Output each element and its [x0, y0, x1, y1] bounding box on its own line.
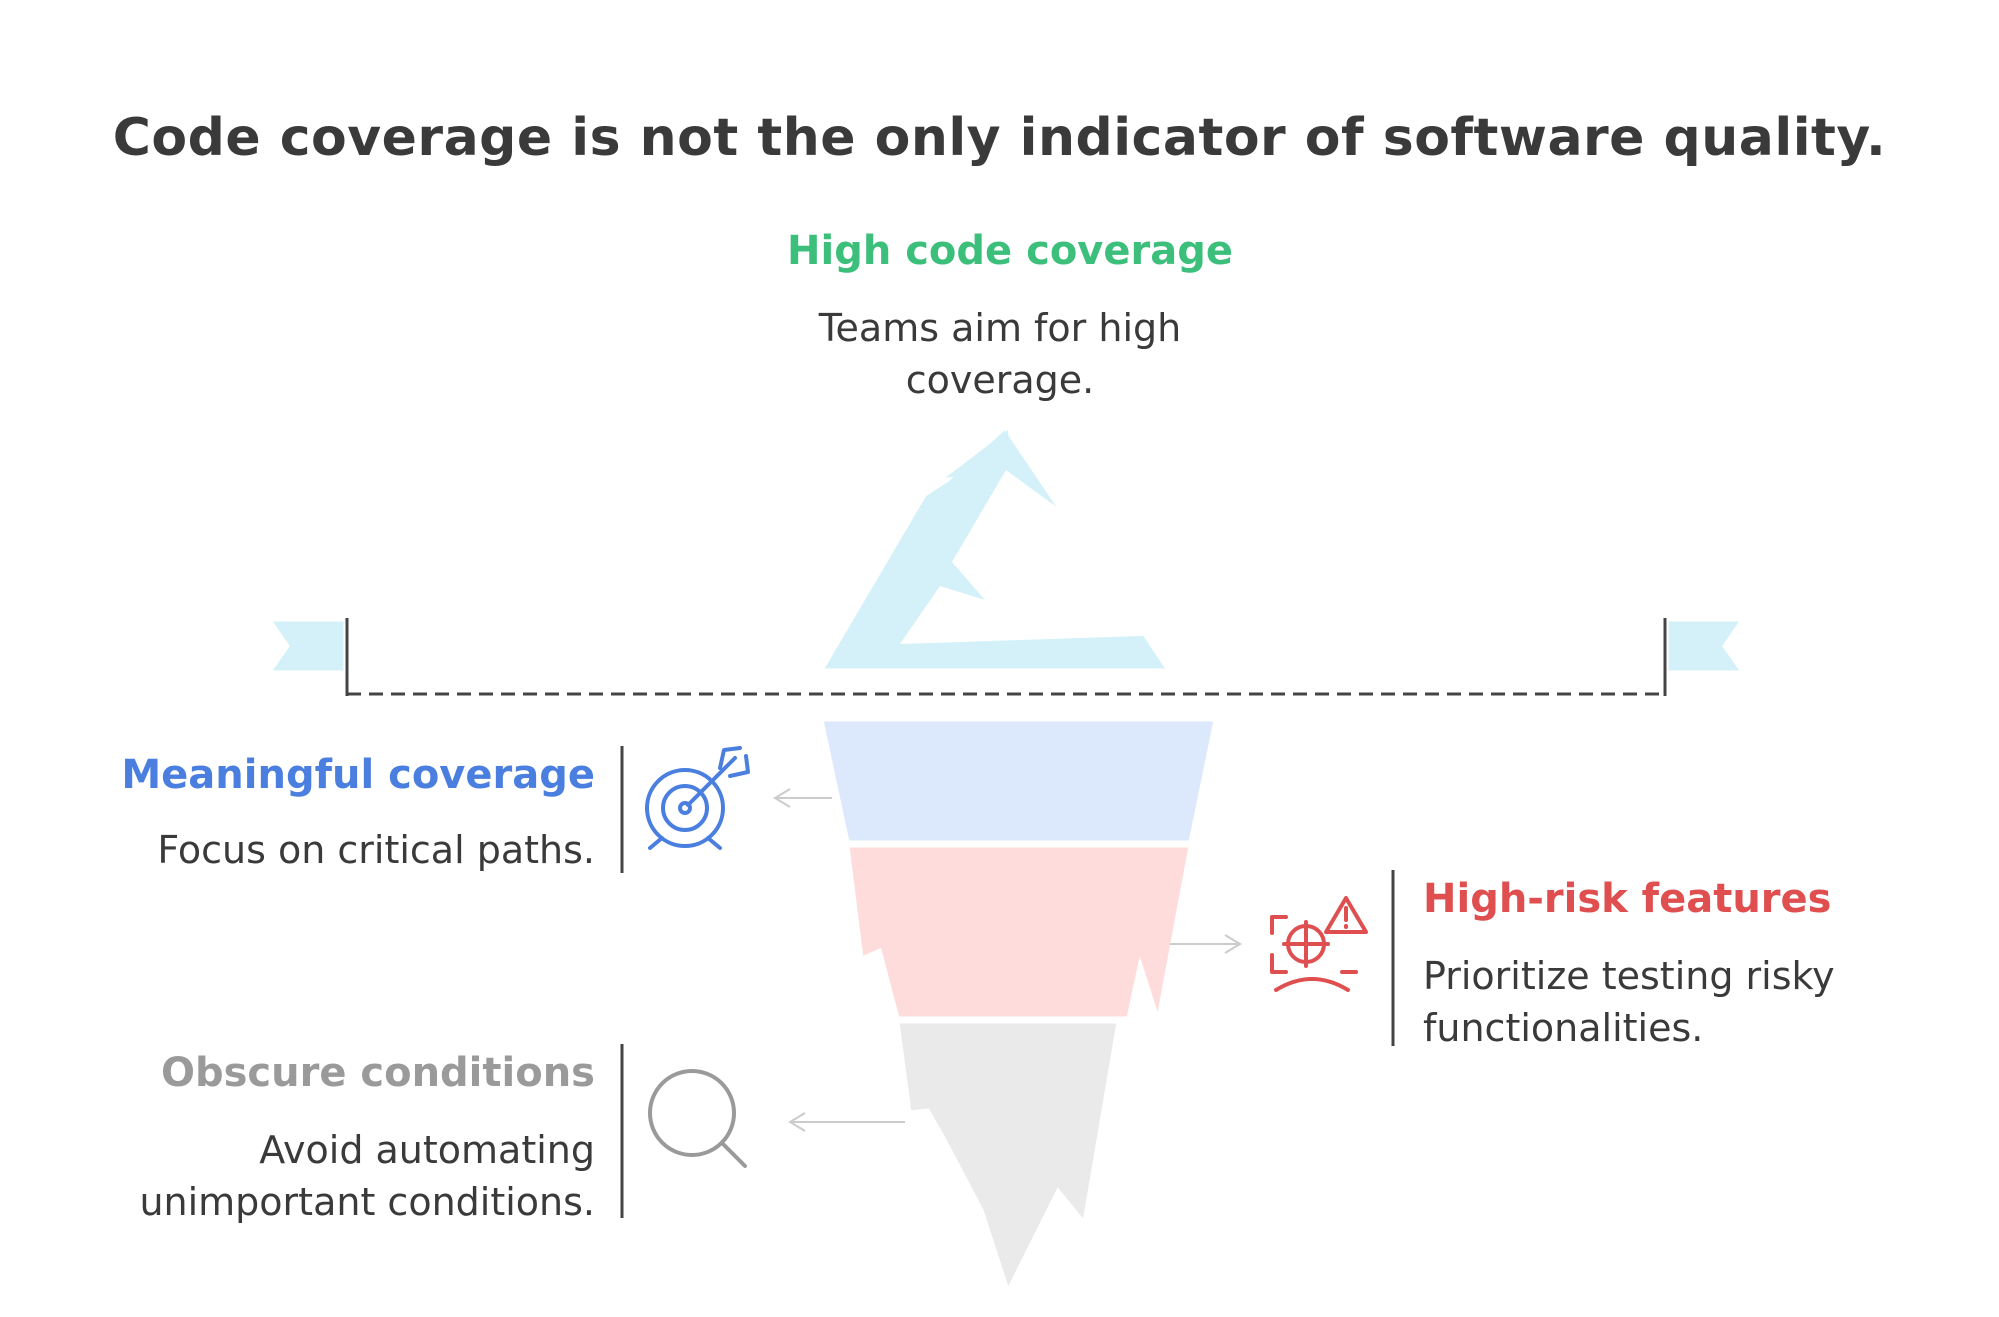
iceberg-tip-cutout	[900, 470, 1170, 644]
connector-high-risk	[1170, 934, 1242, 954]
left-flag	[267, 618, 347, 674]
iceberg-layer-3	[896, 1020, 1120, 1294]
iceberg-layer-1	[820, 718, 1217, 844]
connector-obscure	[788, 1112, 905, 1132]
target-arrow-icon	[645, 746, 750, 850]
top-section-description: Teams aim for high coverage.	[818, 306, 1182, 402]
magnifier-icon	[648, 1069, 747, 1168]
right-flag	[1665, 618, 1745, 674]
meaningful-coverage-description: Focus on critical paths.	[157, 828, 595, 872]
obscure-conditions-heading: Obscure conditions	[160, 1050, 595, 1096]
obscure-conditions-description: Avoid automating unimportant conditions.	[139, 1128, 595, 1224]
connector-meaningful	[773, 788, 832, 808]
iceberg-tip-left-notch	[945, 430, 1010, 478]
high-risk-description: Prioritize testing risky functionalities…	[1423, 954, 1835, 1050]
page-title: Code coverage is not the only indicator …	[112, 108, 1887, 168]
meaningful-coverage-heading: Meaningful coverage	[121, 752, 595, 798]
risk-warning-icon	[1270, 896, 1368, 992]
high-risk-heading: High-risk features	[1423, 876, 1832, 922]
top-section-heading: High code coverage	[787, 228, 1233, 274]
iceberg-layer-2	[846, 844, 1192, 1020]
